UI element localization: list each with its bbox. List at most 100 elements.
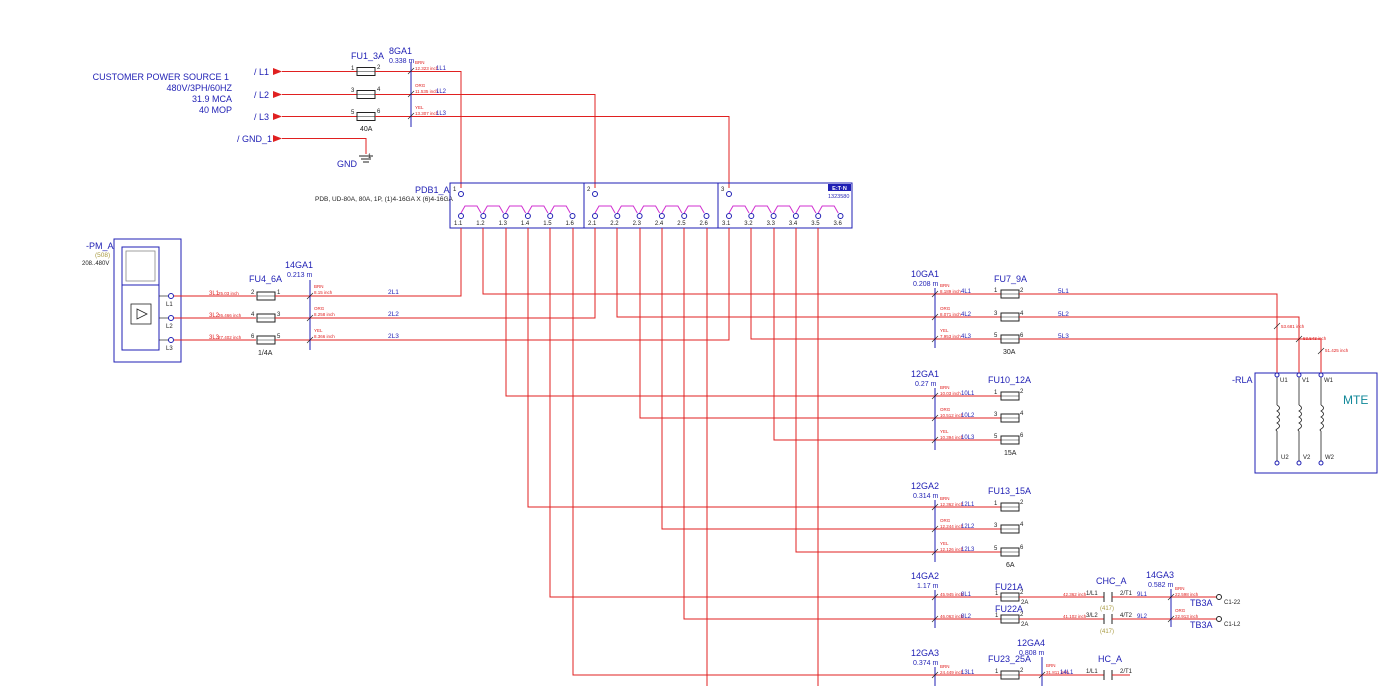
pdb-output-label: 1.2	[476, 221, 485, 227]
ga10-wire-len: 8.071 inch	[940, 312, 961, 317]
pdb-output-terminal[interactable]	[837, 213, 844, 219]
fu7-pin: 5	[994, 333, 998, 339]
pm-term-l1[interactable]	[168, 293, 174, 299]
ga8-len: 0.338 m	[389, 58, 414, 65]
rla-name: -RLA	[1232, 375, 1253, 385]
pdb-input-pin: 3	[721, 187, 725, 193]
pdb-jumper	[527, 205, 549, 214]
pdb-jumper	[773, 205, 795, 214]
pm-body[interactable]	[113, 238, 182, 363]
ga10-name: 10GA1	[911, 269, 939, 279]
ga12-2-wire-len: 12.362 inch	[940, 502, 964, 507]
terminal-c1-22[interactable]	[1216, 594, 1222, 600]
line-gnd-label: / GND_1	[237, 134, 272, 144]
fu4-pin: 6	[251, 334, 255, 340]
pdb-output-terminal[interactable]	[658, 213, 665, 219]
hc-name: HC_A	[1098, 654, 1122, 664]
gnd-label: GND	[337, 159, 358, 169]
fu4-pin: 2	[251, 290, 255, 296]
pdb-output-terminal[interactable]	[703, 213, 710, 219]
pdb-output-terminal[interactable]	[770, 213, 777, 219]
ga8-wire-len: 13.307 inch	[415, 111, 439, 116]
pdb-output-terminal[interactable]	[547, 213, 554, 219]
ga10-color: BRN	[940, 283, 950, 288]
fu7-pin: 3	[994, 311, 998, 317]
ga12-4-name: 12GA4	[1017, 638, 1045, 648]
rla-body[interactable]	[1254, 372, 1378, 474]
l3-arrow	[273, 113, 282, 120]
pdb-output-terminal[interactable]	[480, 213, 487, 219]
pdb-output-label: 3.2	[744, 221, 753, 227]
pdb-output-terminal[interactable]	[502, 213, 509, 219]
pdb-body[interactable]	[449, 182, 853, 229]
ga8-name: 8GA1	[389, 46, 412, 56]
ga12-1-len: 0.27 m	[915, 381, 937, 388]
pdb-jumper	[750, 205, 772, 214]
pdb-output-terminal[interactable]	[681, 213, 688, 219]
fuse-fu23: FU23_25A 1 2	[988, 654, 1104, 680]
chc-pin: 3/L2	[1086, 613, 1098, 619]
fu21-name: FU21A	[995, 582, 1023, 592]
cable-12ga4: 12GA4 0.808 m BRN 31.811 inch 14L1	[1017, 638, 1074, 686]
line-l2-label: / L2	[254, 90, 269, 100]
pdb-output-terminal[interactable]	[815, 213, 822, 219]
fu10-name: FU10_12A	[988, 375, 1031, 385]
pdb-output-terminal[interactable]	[636, 213, 643, 219]
pdb-jumper	[795, 205, 817, 214]
tb3a-term: C1-22	[1224, 600, 1241, 606]
fu23-name: FU23_25A	[988, 654, 1031, 664]
ga14-3-color: BRN	[1175, 586, 1185, 591]
ga12-1-color: ORG	[940, 407, 951, 412]
pdb-output-terminal[interactable]	[792, 213, 799, 219]
pdb-output-label: 2.4	[655, 221, 664, 227]
terminal-c1-l2[interactable]	[1216, 616, 1222, 622]
fu7-name: FU7_9A	[994, 274, 1027, 284]
fu21-rating: 2A	[1021, 600, 1028, 606]
pdb-output-terminal[interactable]	[569, 213, 576, 219]
fu10-pin: 4	[1020, 411, 1024, 417]
pdb-output-label: 2.2	[610, 221, 619, 227]
eaton-logo	[828, 184, 851, 191]
ga12-2-len: 0.314 m	[913, 493, 938, 500]
pdb-output-terminal[interactable]	[592, 213, 598, 219]
fuse-fu7: FU7_9A 1 2 3 4 5 6 30A 5L1 5L2 5L3 53.68…	[994, 274, 1349, 373]
contactor-hc: HC_A 1/L1 2/T1	[1086, 654, 1133, 680]
pm-term-l2[interactable]	[168, 315, 174, 321]
fu10-pin: 6	[1020, 433, 1024, 439]
pdb-output-terminal[interactable]	[524, 213, 531, 219]
line-l3-label: / L3	[254, 112, 269, 122]
ga14-color: BRN	[314, 284, 324, 289]
power-monitor: -PM_A (508) 208..480V L1 L2 L3 3L1 25.03…	[82, 238, 256, 363]
tb3a-term: C1-L2	[1224, 622, 1241, 628]
chc-pin: 1/L1	[1086, 591, 1098, 597]
pdb-output-terminal[interactable]	[748, 213, 755, 219]
ga10-color: YEL	[940, 328, 949, 333]
contact-icon[interactable]	[1103, 670, 1113, 680]
pdb-output-terminal[interactable]	[614, 213, 621, 219]
pdb-jumper	[616, 205, 638, 214]
fuse-fu13: FU13_15A 1 2 3 4 5 6 6A	[988, 486, 1031, 569]
fu22-rating: 2A	[1021, 622, 1028, 628]
cable-12ga1: 12GA1 0.27 m BRN 10.03 inch 10L1 ORG 10.…	[911, 369, 975, 450]
fu13-name: FU13_15A	[988, 486, 1031, 496]
pdb-output-label: 1.1	[454, 221, 463, 227]
pdb-part: 1323580	[828, 194, 849, 200]
rla-pin: V2	[1303, 455, 1311, 461]
fuse-fu10: FU10_12A 1 2 3 4 5 6 15A	[988, 375, 1031, 457]
ga14-wire: 2L1	[388, 289, 399, 296]
fu1-pin: 6	[377, 109, 381, 115]
ga10-color: ORG	[940, 306, 951, 311]
pdb-jumper	[639, 205, 661, 214]
tb3a-label: TB3A	[1190, 620, 1213, 630]
ga12-1-wire-len: 10.03 inch	[940, 391, 961, 396]
ga12-1-wire: 10L2	[961, 413, 975, 419]
pdb-output-terminal[interactable]	[458, 213, 464, 219]
pdb-output-terminal[interactable]	[726, 213, 732, 219]
pm-term-l3[interactable]	[168, 337, 174, 343]
pm-term-label: L1	[166, 302, 173, 308]
fu13-rating: 6A	[1006, 562, 1015, 569]
pdb-jumper	[683, 205, 705, 214]
ga12-2-color: BRN	[940, 496, 950, 501]
